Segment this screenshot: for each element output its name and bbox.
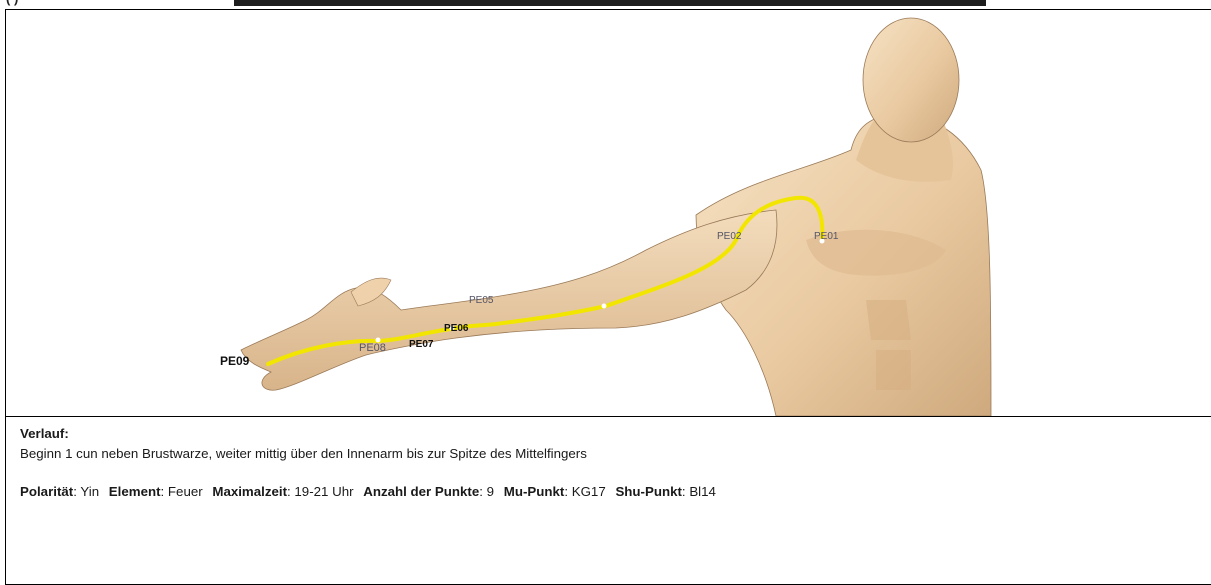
section-heading: Verlauf: [20, 426, 69, 441]
fact-key-anzahl: Anzahl der Punkte [363, 484, 479, 499]
meridian-description: Beginn 1 cun neben Brustwarze, weiter mi… [20, 446, 587, 461]
meridian-facts: Polarität: Yin Element: Feuer Maximalzei… [20, 484, 716, 499]
arm-shape [241, 210, 777, 390]
cutoff-heading: ( ) [6, 0, 18, 6]
point-label-pe06: PE06 [444, 323, 468, 334]
fact-key-shu-punkt: Shu-Punkt [615, 484, 681, 499]
point-label-pe08: PE08 [359, 342, 386, 354]
point-label-pe09: PE09 [220, 354, 249, 368]
fact-value-mu-punkt: KG17 [572, 484, 606, 499]
meridian-figure: PE01 PE02 PE05 PE06 PE07 PE08 PE09 [6, 10, 1211, 416]
meridian-card: PE01 PE02 PE05 PE06 PE07 PE08 PE09 Verla… [5, 9, 1211, 585]
point-label-pe01: PE01 [814, 231, 838, 242]
head-shape [863, 18, 959, 142]
point-label-pe02: PE02 [717, 231, 741, 242]
point-label-pe07: PE07 [409, 339, 433, 350]
fact-key-mu-punkt: Mu-Punkt [504, 484, 565, 499]
fact-key-element: Element [109, 484, 161, 499]
top-dark-bar [234, 0, 986, 6]
point-label-pe05: PE05 [469, 295, 493, 306]
fact-value-polaritaet: Yin [80, 484, 99, 499]
fact-value-maximalzeit: 19-21 Uhr [294, 484, 353, 499]
fact-value-shu-punkt: Bl14 [689, 484, 716, 499]
body-illustration [6, 10, 1211, 416]
fact-value-element: Feuer [168, 484, 203, 499]
fact-value-anzahl: 9 [487, 484, 494, 499]
fact-key-maximalzeit: Maximalzeit [212, 484, 287, 499]
fact-key-polaritaet: Polarität [20, 484, 73, 499]
section-divider [6, 416, 1211, 417]
